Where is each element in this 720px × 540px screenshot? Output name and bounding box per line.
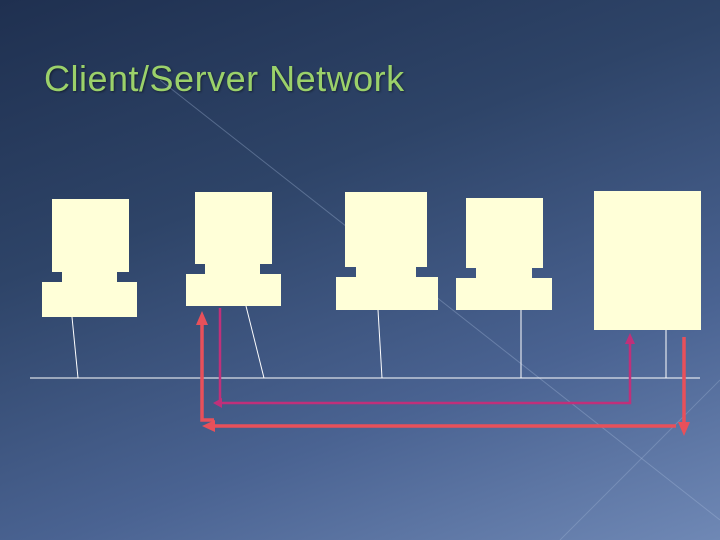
- arrowhead-up-client: [196, 311, 208, 325]
- monitor-stand: [205, 264, 260, 274]
- network-cable: [377, 309, 383, 379]
- server-to-client-arrow: [196, 311, 690, 436]
- request-path: [218, 308, 632, 405]
- monitor: [52, 199, 129, 272]
- monitor: [345, 192, 427, 267]
- slide-title: Client/Server Network: [44, 58, 405, 99]
- arrowhead-left-outer: [202, 420, 215, 432]
- response-path-left: [200, 324, 214, 422]
- system-unit: [186, 274, 281, 306]
- server-tower: [594, 191, 701, 330]
- client-computer-4: [456, 198, 552, 378]
- arrowhead-left-inner: [213, 398, 222, 408]
- network-cable: [245, 305, 265, 379]
- arrowhead-up-server: [625, 333, 635, 344]
- monitor: [195, 192, 272, 264]
- system-unit: [456, 278, 552, 310]
- network-cable: [71, 316, 79, 379]
- monitor-stand: [356, 267, 416, 277]
- system-unit: [336, 277, 438, 310]
- system-unit: [42, 282, 137, 317]
- client-computer-3: [336, 192, 438, 379]
- monitor: [466, 198, 543, 268]
- monitor-stand: [476, 268, 532, 278]
- client-computer-1: [42, 199, 137, 379]
- decorative-diagonal-2: [559, 379, 720, 540]
- client-to-server-arrow: [213, 308, 635, 408]
- server-computer: [594, 191, 701, 378]
- client-computer-2: [186, 192, 281, 379]
- monitor-stand: [62, 272, 117, 282]
- arrowhead-down-server: [678, 422, 690, 436]
- decorative-diagonal: [159, 79, 720, 521]
